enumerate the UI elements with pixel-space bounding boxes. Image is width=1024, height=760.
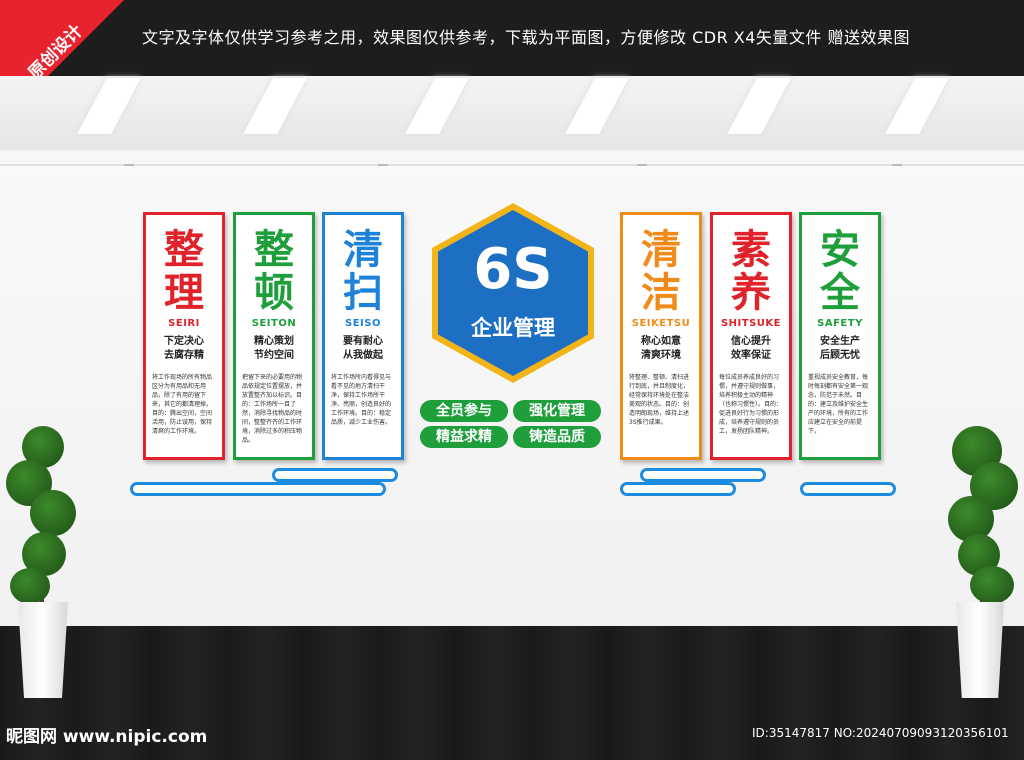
panel-char: 全 <box>820 270 860 316</box>
panel-description: 每位成员养成良好的习惯，并遵守规则做事，培养积极主动的精神（也称习惯性）。目的：… <box>719 374 783 435</box>
panel-char: 洁 <box>641 270 681 316</box>
panel-slogan: 安全生产 <box>820 336 860 347</box>
panel-description: 将工作现场的所有物品区分为有用品和无用品，除了有用的留下来，其它的都清理掉。目的… <box>152 374 213 435</box>
slogan-pill: 精益求精 <box>420 426 508 448</box>
badge-subtitle: 企业管理 <box>471 316 555 340</box>
panel-char: 理 <box>164 270 204 316</box>
image-id: ID:35147817 NO:20240709093120356101 <box>752 726 1009 740</box>
panel-english: SEISO <box>345 318 381 329</box>
panel-seiton: 整 顿 SEITON 精心策划 节约空间 把留下来的必要用的物品依规定位置摆放，… <box>233 212 315 460</box>
panel-seiketsu: 清 洁 SEIKETSU 称心如意 清爽环境 将整理、整顿、清扫进行到底，并且制… <box>620 212 702 460</box>
panel-seiri: 整 理 SEIRI 下定决心 去腐存精 将工作现场的所有物品区分为有用品和无用品… <box>143 212 225 460</box>
panel-slogan: 效率保证 <box>731 350 771 361</box>
panel-description: 将整理、整顿、清扫进行到底，并且制度化，经常保持环境处在整洁美观的状态。目的：创… <box>629 374 690 426</box>
panel-char: 整 <box>164 227 204 273</box>
panel-slogan: 后顾无忧 <box>820 350 860 361</box>
panel-char: 养 <box>731 270 771 316</box>
panel-description: 重视成员安全教育，每时每刻都有安全第一观念，防范于未然。目的：建立及维护安全生产… <box>808 374 869 435</box>
panel-seiso: 清 扫 SEISO 要有耐心 从我做起 将工作场所内看得见与看不见的地方清扫干净… <box>322 212 404 460</box>
panel-english: SHITSUKE <box>720 318 781 329</box>
panel-slogan: 节约空间 <box>254 350 294 361</box>
decor-rail <box>640 468 766 482</box>
slogan-pill: 全员参与 <box>420 400 508 422</box>
floor <box>0 626 1024 760</box>
ceiling-strip <box>0 150 1024 165</box>
panel-english: SEIRI <box>168 318 200 329</box>
panel-char: 清 <box>343 227 383 273</box>
panel-slogan: 精心策划 <box>254 336 294 347</box>
decor-rail <box>620 482 736 496</box>
panel-shitsuke: 素 养 SHITSUKE 信心提升 效率保证 每位成员养成良好的习惯，并遵守规则… <box>710 212 792 460</box>
panel-slogan: 要有耐心 <box>343 336 383 347</box>
badge-title: 6S <box>473 237 553 302</box>
decor-rail <box>130 482 386 496</box>
panel-slogan: 信心提升 <box>731 336 771 347</box>
decor-rail <box>800 482 896 496</box>
decor-rail <box>272 468 398 482</box>
panel-safety: 安 全 SAFETY 安全生产 后顾无忧 重视成员安全教育，每时每刻都有安全第一… <box>799 212 881 460</box>
panel-char: 顿 <box>254 270 294 316</box>
slogan-pill: 强化管理 <box>513 400 601 422</box>
panel-char: 清 <box>641 227 681 273</box>
panel-description: 把留下来的必要用的物品依规定位置摆放，并放置整齐加以标识。目的：工作场所一目了然… <box>242 374 303 444</box>
slogan-pill: 铸造品质 <box>513 426 601 448</box>
panel-char: 扫 <box>343 270 383 316</box>
top-banner: 文字及字体仅供学习参考之用，效果图仅供参考，下载为平面图，方便修改 CDR X4… <box>0 0 1024 76</box>
panel-english: SAFETY <box>817 318 863 329</box>
banner-notice: 文字及字体仅供学习参考之用，效果图仅供参考，下载为平面图，方便修改 CDR X4… <box>142 28 911 47</box>
panel-char: 整 <box>254 227 294 273</box>
panel-slogan: 称心如意 <box>641 336 681 347</box>
panel-slogan: 清爽环境 <box>641 350 681 361</box>
panel-char: 安 <box>820 227 860 273</box>
site-watermark: 昵图网 www.nipic.com <box>6 727 208 747</box>
panel-slogan: 从我做起 <box>343 350 383 361</box>
panel-description: 将工作场所内看得见与看不见的地方清扫干净，保持工作场所干净、亮丽，创造良好的工作… <box>331 374 392 426</box>
panel-slogan: 去腐存精 <box>164 350 204 361</box>
panel-slogan: 下定决心 <box>164 336 204 347</box>
panel-english: SEIKETSU <box>631 318 691 329</box>
panel-char: 素 <box>731 227 771 273</box>
panel-english: SEITON <box>251 318 297 329</box>
